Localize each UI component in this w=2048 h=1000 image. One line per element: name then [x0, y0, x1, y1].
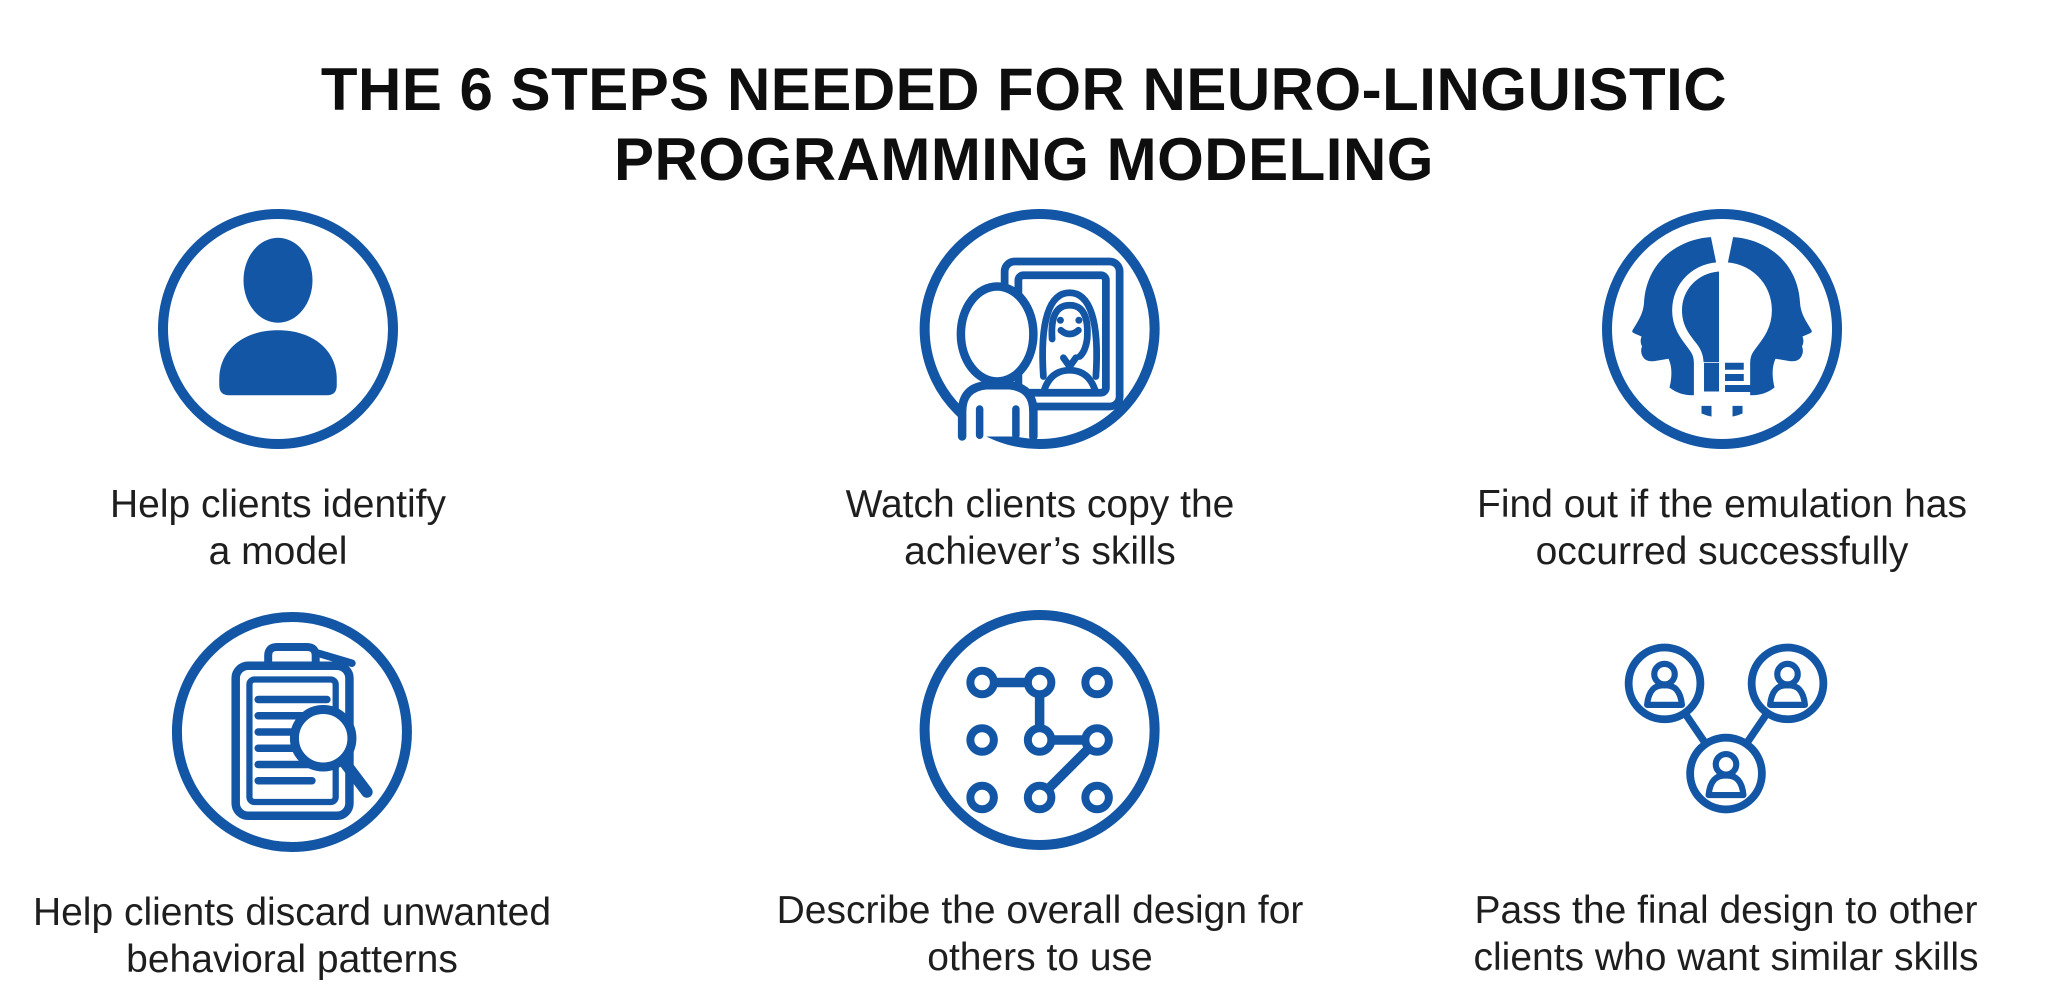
mirror-reflection-icon [919, 209, 1160, 449]
step-1: Help clients identify a model [110, 203, 446, 575]
network-people-icon [1624, 643, 1828, 813]
step-caption: Watch clients copy the achiever’s skills [845, 483, 1235, 574]
step-caption: Pass the final design to other clients w… [1473, 889, 1979, 980]
step-6: Pass the final design to other clients w… [1473, 604, 1979, 981]
clipboard-magnifier-icon [172, 612, 412, 852]
page-title: THE 6 STEPS NEEDED FOR NEURO-LINGUISTIC … [320, 56, 1728, 194]
step-4: Help clients discard unwanted behavioral… [33, 606, 551, 983]
pattern-dots-icon [920, 610, 1160, 850]
step-caption: Find out if the emulation has occurred s… [1477, 483, 1967, 574]
step-6-iconbox [1624, 604, 1829, 856]
step-5: Describe the overall design for others t… [776, 604, 1304, 981]
dual-heads-lightbulb-icon [1602, 209, 1842, 449]
user-silhouette-icon [158, 209, 398, 449]
step-3: Find out if the emulation has occurred s… [1477, 203, 1967, 575]
step-2-iconbox [915, 203, 1165, 455]
step-5-iconbox [915, 604, 1165, 856]
step-caption: Help clients discard unwanted behavioral… [32, 891, 552, 982]
step-caption: Describe the overall design for others t… [776, 889, 1304, 980]
step-3-iconbox [1597, 203, 1847, 455]
step-1-iconbox [153, 203, 403, 455]
step-2: Watch clients copy the achiever’s skills [845, 203, 1235, 575]
step-4-iconbox [167, 606, 417, 858]
step-caption: Help clients identify a model [110, 483, 446, 574]
